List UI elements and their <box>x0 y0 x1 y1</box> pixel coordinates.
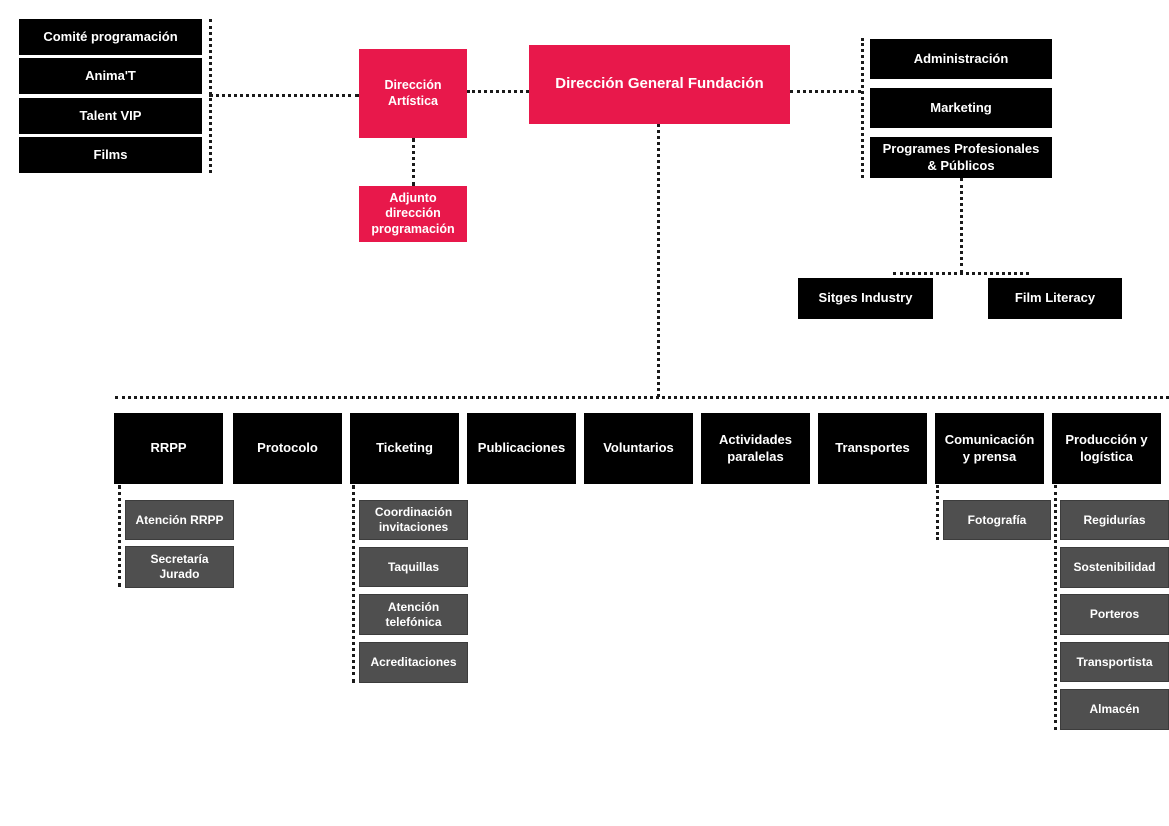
unit-film-literacy: Film Literacy <box>988 278 1122 319</box>
connector-departments-bar <box>115 396 1169 399</box>
unit-adjunto-direccion: Adjunto dirección programación <box>359 186 467 242</box>
connector-general-to-right <box>790 90 861 93</box>
department-transportes: Transportes <box>818 413 927 484</box>
unit-direccion-general: Dirección General Fundación <box>529 45 790 124</box>
subunit-fotografia: Fotografía <box>943 500 1051 540</box>
unit-talent-vip: Talent VIP <box>19 98 202 134</box>
connector-artistic-to-general <box>467 90 529 93</box>
department-ticketing: Ticketing <box>350 413 459 484</box>
connector-comunicacion-children <box>936 485 939 540</box>
unit-films: Films <box>19 137 202 173</box>
unit-comite-programacion: Comité programación <box>19 19 202 55</box>
department-protocolo: Protocolo <box>233 413 342 484</box>
connector-ticketing-children <box>352 485 355 683</box>
unit-marketing: Marketing <box>870 88 1052 128</box>
subunit-transportista: Transportista <box>1060 642 1169 682</box>
connector-general-down <box>657 124 660 397</box>
subunit-regidurias: Regidurías <box>1060 500 1169 540</box>
unit-sitges-industry: Sitges Industry <box>798 278 933 319</box>
department-comunicacion-prensa: Comunicación y prensa <box>935 413 1044 484</box>
subunit-sostenibilidad: Sostenibilidad <box>1060 547 1169 588</box>
subunit-taquillas: Taquillas <box>359 547 468 587</box>
department-voluntarios: Voluntarios <box>584 413 693 484</box>
subunit-atencion-rrpp: Atención RRPP <box>125 500 234 540</box>
department-actividades-paralelas: Actividades paralelas <box>701 413 810 484</box>
subunit-atencion-telefonica: Atención telefónica <box>359 594 468 635</box>
unit-direccion-artistica: Dirección Artística <box>359 49 467 138</box>
connector-produccion-children <box>1054 485 1057 730</box>
connector-left-to-artistic <box>209 94 359 97</box>
subunit-acreditaciones: Acreditaciones <box>359 642 468 683</box>
department-publicaciones: Publicaciones <box>467 413 576 484</box>
connector-artistic-to-adjunct <box>412 138 415 186</box>
department-rrpp: RRPP <box>114 413 223 484</box>
subunit-almacen: Almacén <box>1060 689 1169 730</box>
connector-programs-down <box>960 178 963 273</box>
connector-rrpp-children <box>118 485 121 587</box>
connector-right-group <box>861 38 864 178</box>
department-produccion-logistica: Producción y logística <box>1052 413 1161 484</box>
unit-programes-profesionales: Programes Profesionales & Públicos <box>870 137 1052 178</box>
subunit-secretaria-jurado: Secretaría Jurado <box>125 546 234 588</box>
connector-programs-children <box>893 272 1029 275</box>
subunit-coordinacion-invitaciones: Coordinación invitaciones <box>359 500 468 540</box>
subunit-porteros: Porteros <box>1060 594 1169 635</box>
unit-administracion: Administración <box>870 39 1052 79</box>
unit-anima-t: Anima'T <box>19 58 202 94</box>
